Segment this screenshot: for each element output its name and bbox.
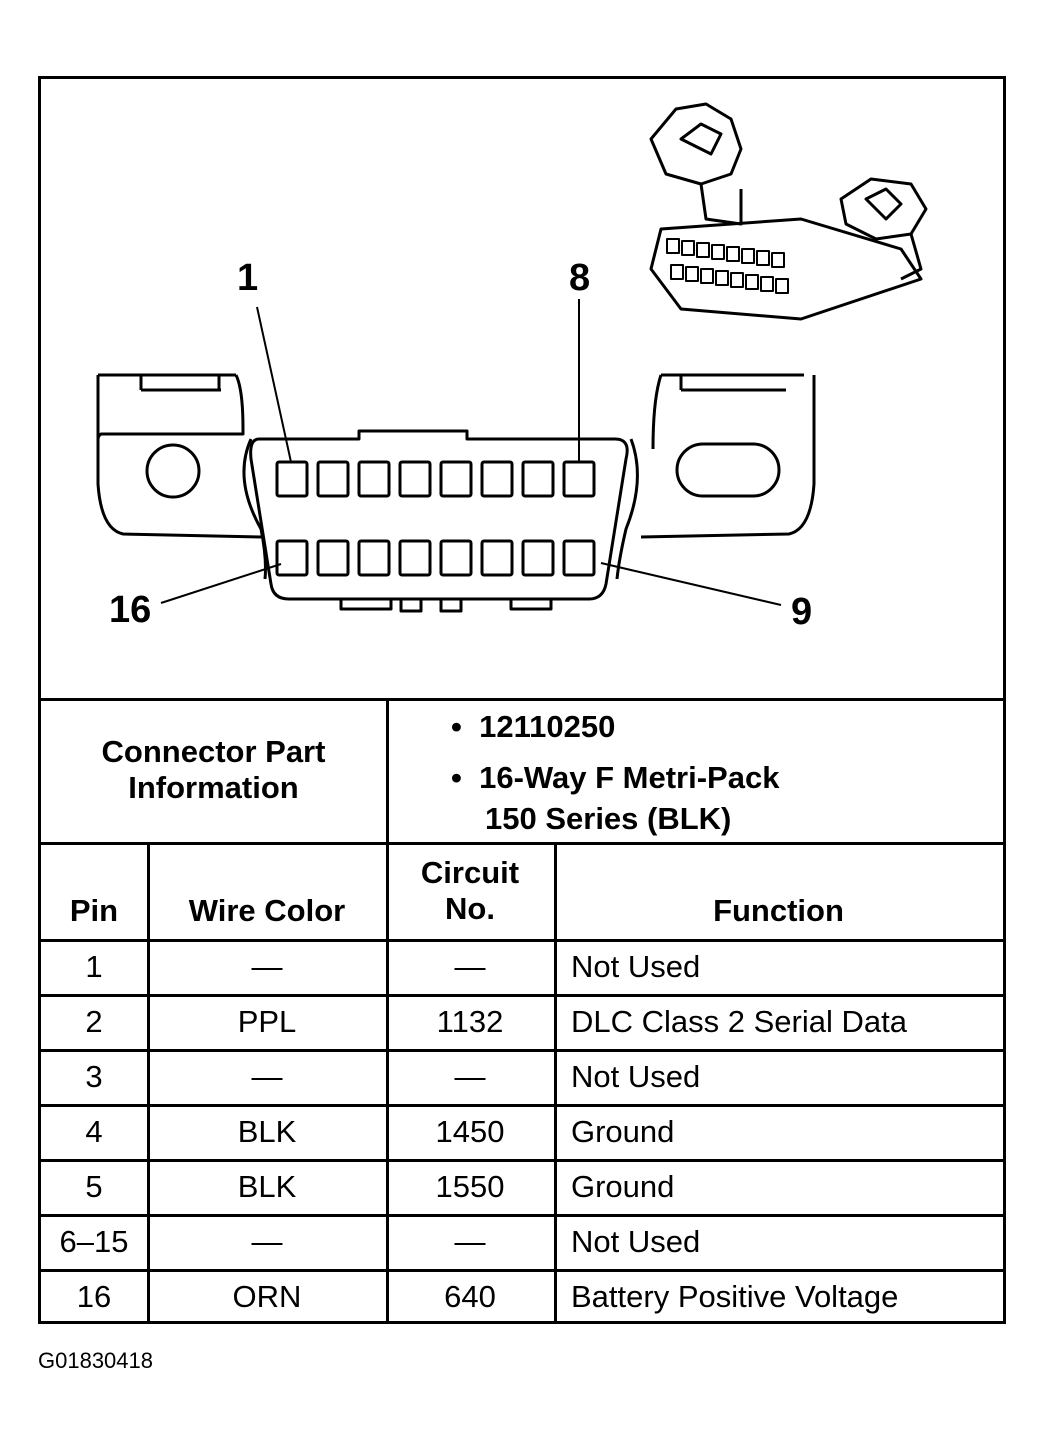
part-info-label: Connector Part Information [41, 734, 386, 805]
pin-cavity-5 [439, 460, 473, 498]
leader-line-pin-1 [256, 306, 292, 463]
table-cell-circuit: 1132 [436, 1004, 504, 1039]
pin-cavity-15 [316, 539, 350, 577]
table-cell-wire: BLK [237, 1114, 297, 1149]
pin-label-9: 9 [791, 591, 813, 633]
divider [386, 698, 389, 842]
table-cell-wire: PPL [237, 1004, 297, 1039]
right-mounting-slot [675, 442, 781, 498]
table-cell-pin: 16 [76, 1279, 112, 1314]
divider [41, 842, 1003, 845]
part-info-label-line1: Connector Part [101, 734, 326, 769]
pin-label-8: 8 [569, 257, 591, 299]
divider [554, 842, 557, 1324]
pin-cavity-10 [521, 539, 555, 577]
table-cell-function: DLC Class 2 Serial Data [571, 1004, 907, 1039]
connector-body [242, 429, 639, 613]
header-pin: Pin [69, 893, 119, 928]
divider [147, 842, 150, 1324]
leader-line-pin-9 [600, 562, 782, 606]
part-info-label-line2: Information [128, 769, 299, 805]
table-cell-wire: ORN [232, 1279, 302, 1314]
pin-cavity-13 [398, 539, 432, 577]
table-cell-wire: BLK [237, 1169, 297, 1204]
row-divider [41, 1104, 1003, 1107]
table-cell-circuit: — [454, 1224, 486, 1259]
table-cell-function: Ground [571, 1169, 675, 1204]
table-cell-pin: 2 [85, 1004, 103, 1039]
leader-line-pin-16 [160, 563, 282, 604]
table-cell-pin: 5 [85, 1169, 103, 1204]
row-divider [41, 994, 1003, 997]
table-cell-wire: — [251, 949, 283, 984]
table-cell-pin: 4 [85, 1114, 103, 1149]
connector-illustration [96, 102, 928, 613]
table-cell-pin: 6–15 [59, 1224, 129, 1259]
header-circuit-no: Circuit No. [420, 855, 520, 926]
header-wire-color: Wire Color [188, 893, 346, 928]
bullet-icon: • [451, 709, 480, 744]
table-cell-pin: 1 [85, 949, 103, 984]
pin-cavity-6 [480, 460, 514, 498]
pin-cavity-2 [316, 460, 350, 498]
table-cell-wire: — [251, 1224, 283, 1259]
table-cell-pin: 3 [85, 1059, 103, 1094]
table-cell-circuit: 1550 [435, 1169, 505, 1204]
table-cell-function: Not Used [571, 1224, 701, 1259]
table-cell-circuit: — [454, 1059, 486, 1094]
table-cell-circuit: — [454, 949, 486, 984]
row-divider [41, 1269, 1003, 1272]
pin-label-1: 1 [237, 257, 259, 299]
pin-cavity-4 [398, 460, 432, 498]
connector-isometric-view [649, 102, 928, 321]
part-number: • 12110250 [451, 709, 616, 744]
row-divider [41, 1159, 1003, 1162]
pin-cavity-14 [357, 539, 391, 577]
table-cell-wire: — [251, 1059, 283, 1094]
pin-cavity-16 [275, 539, 309, 577]
pin-cavity-3 [357, 460, 391, 498]
row-divider [41, 1214, 1003, 1217]
divider [386, 842, 389, 1324]
figure-id: G01830418 [38, 1348, 153, 1373]
divider [41, 698, 1003, 701]
part-description-line2: 150 Series (BLK) [485, 801, 732, 836]
left-mounting-ear [96, 373, 262, 539]
pin-cavity-1 [275, 460, 309, 498]
bullet-icon: • [451, 760, 480, 795]
table-cell-circuit: 640 [444, 1279, 496, 1314]
pin-cavity-12 [439, 539, 473, 577]
pin-cavity-grid [275, 460, 596, 577]
left-mounting-hole [145, 443, 201, 499]
row-divider [41, 939, 1003, 942]
row-divider [41, 1049, 1003, 1052]
right-mounting-ear [640, 373, 816, 539]
table-cell-circuit: 1450 [435, 1114, 505, 1149]
pin-cavity-8 [562, 460, 596, 498]
table-cell-function: Not Used [571, 1059, 701, 1094]
diagram-frame: 1 8 16 9 Connector Part Information • 12… [38, 76, 1006, 1324]
pin-cavity-9 [562, 539, 596, 577]
header-function: Function [713, 893, 844, 928]
pin-cavity-7 [521, 460, 555, 498]
pin-label-16: 16 [109, 589, 152, 631]
part-description: • 16-Way F Metri-Pack [451, 760, 780, 795]
table-cell-function: Ground [571, 1114, 675, 1149]
table-cell-function: Not Used [571, 949, 701, 984]
table-cell-function: Battery Positive Voltage [571, 1279, 899, 1314]
pin-cavity-11 [480, 539, 514, 577]
